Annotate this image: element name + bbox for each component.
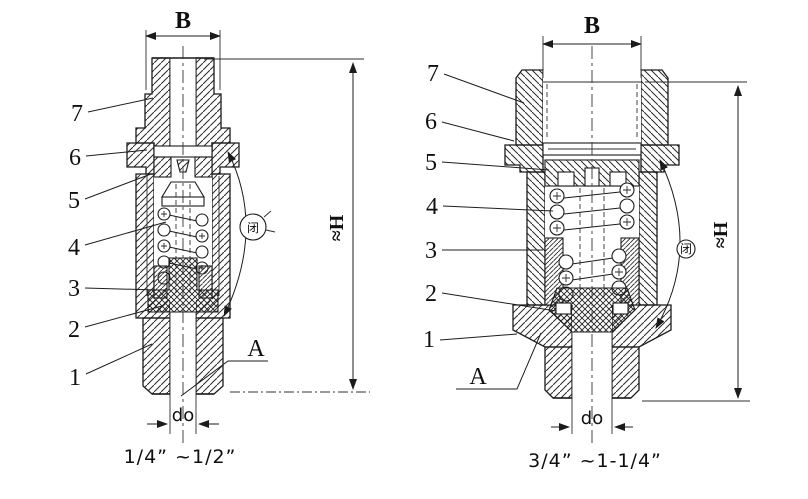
dimension-do-left: do xyxy=(147,405,219,428)
part-label-6: 6 xyxy=(69,145,81,171)
closing-arc: 闭 xyxy=(223,151,276,317)
right-valve-callouts: 7 6 5 4 3 2 1 xyxy=(423,61,557,353)
right-valve-internals xyxy=(544,159,640,434)
part-label-4: 4 xyxy=(426,194,438,220)
dimension-do-right: do xyxy=(551,408,633,431)
closing-arc: 闭 xyxy=(655,159,696,329)
left-valve-callouts: 7 6 5 4 3 2 1 xyxy=(68,97,167,391)
dimension-B-left: B xyxy=(145,8,221,90)
part-label-2: 2 xyxy=(68,317,80,343)
part-label-1: 1 xyxy=(423,327,435,353)
height-dimension-label: ≈H xyxy=(326,214,348,241)
part-label-7: 7 xyxy=(427,61,439,87)
left-valve-caption: 1/4” ~1/2” xyxy=(124,446,237,468)
closed-symbol: 闭 xyxy=(247,221,259,235)
bore-dimension-label: do xyxy=(172,405,194,426)
thread-label: A xyxy=(469,364,487,390)
part-label-7: 7 xyxy=(71,101,83,127)
closed-symbol-circle xyxy=(239,213,267,241)
right-valve-caption: 3/4” ~1-1/4” xyxy=(528,450,662,472)
dimension-H-left: ≈H xyxy=(204,58,370,393)
part-label-1: 1 xyxy=(69,365,81,391)
closed-symbol-circle xyxy=(676,239,696,259)
seal-cross-section xyxy=(147,257,219,313)
right-valve-drawing: 闭 B ≈H do A xyxy=(423,13,750,472)
thread-label-A-right: A xyxy=(456,332,542,390)
part-label-3: 3 xyxy=(425,238,437,264)
part-label-5: 5 xyxy=(425,150,437,176)
part-label-4: 4 xyxy=(68,235,80,261)
dimension-B-right: B xyxy=(542,13,642,78)
part-label-2: 2 xyxy=(425,281,437,307)
width-dimension-label: B xyxy=(584,13,600,39)
closed-symbol: 闭 xyxy=(680,242,692,256)
part-label-3: 3 xyxy=(68,276,80,302)
bore-dimension-label: do xyxy=(581,408,603,429)
width-dimension-label: B xyxy=(175,8,191,34)
dimension-H-right: ≈H xyxy=(642,81,750,402)
thread-label: A xyxy=(247,336,265,362)
thread-label-A-left: A xyxy=(180,336,268,397)
height-dimension-label: ≈H xyxy=(710,221,732,248)
left-valve-drawing: 闭 B ≈H do A xyxy=(68,8,370,468)
part-label-6: 6 xyxy=(425,109,437,135)
part-label-5: 5 xyxy=(68,188,80,214)
